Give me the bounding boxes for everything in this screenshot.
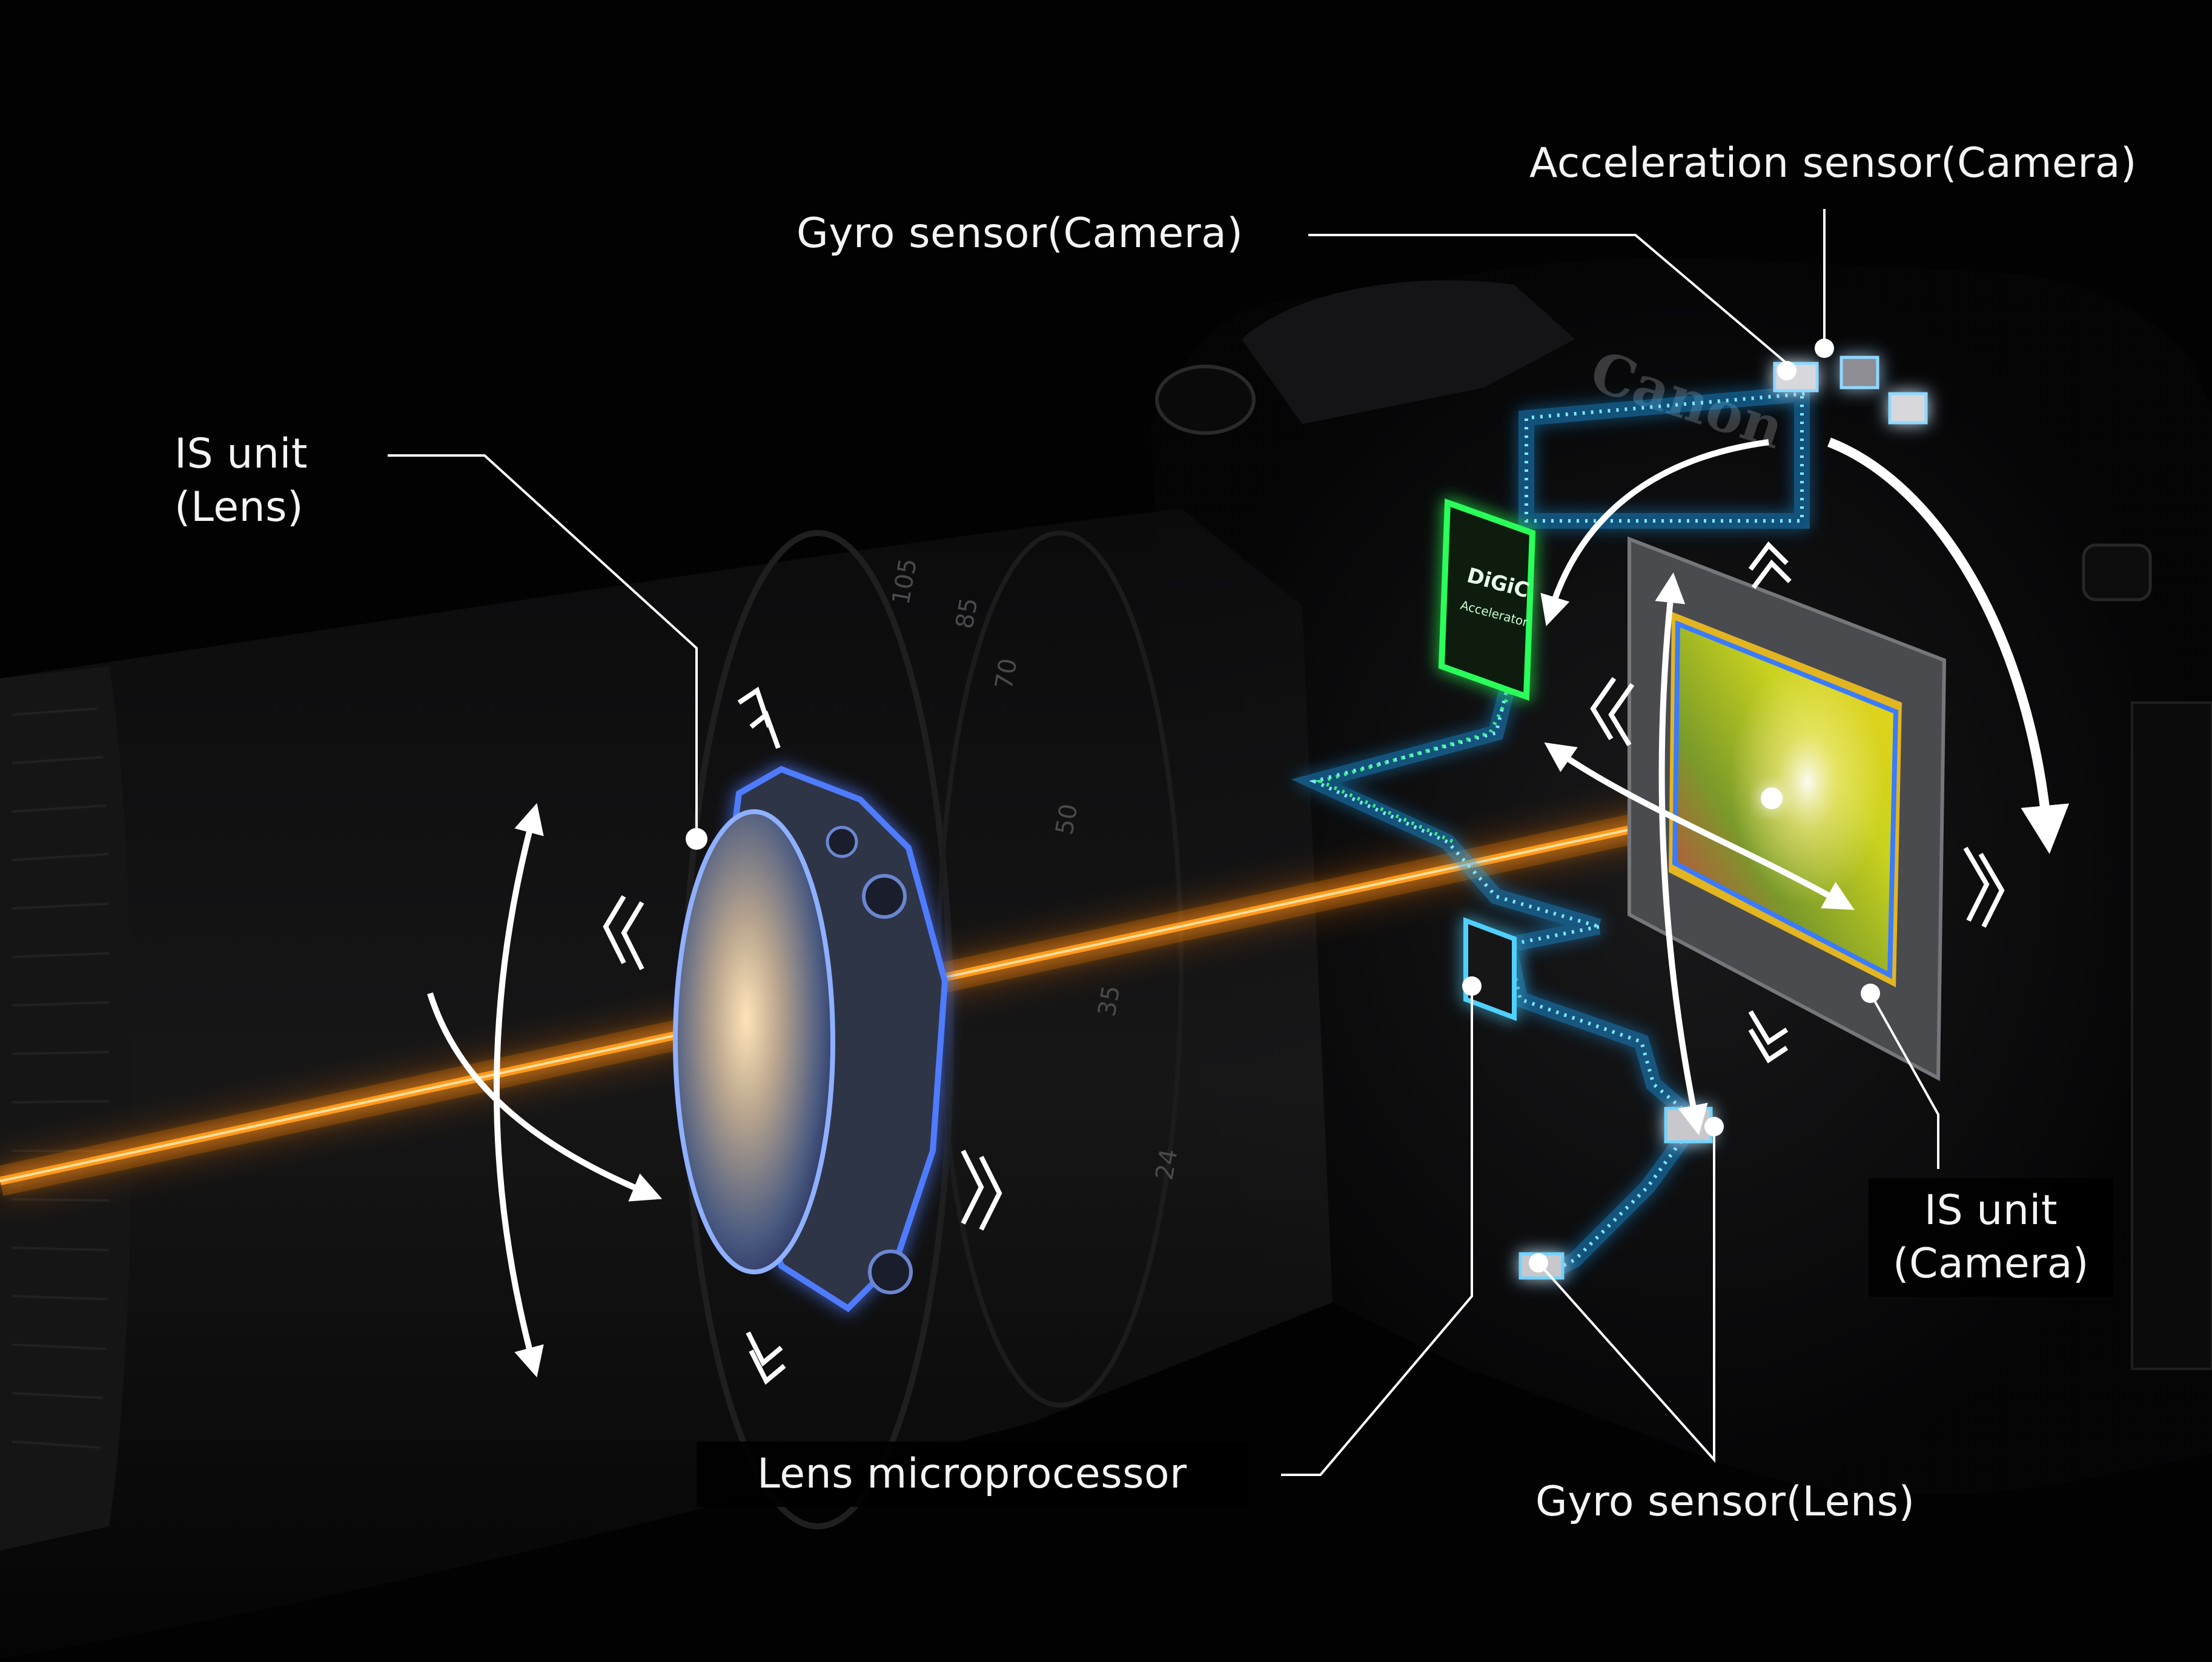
leader-gyro-sensor-lens	[1537, 1127, 1715, 1463]
digic-chip: DiGiC Accelerator	[1438, 498, 1536, 701]
gyro-sensor-camera-label: Gyro sensor(Camera)	[796, 210, 1243, 257]
lens-barrel: 105 85 70 50 35 24	[0, 509, 1333, 1659]
is-unit-camera-line2: (Camera)	[1893, 1240, 2089, 1288]
is-unit-lens-label: IS unit (Lens)	[174, 428, 308, 534]
gyro-sensor-lens-label: Gyro sensor(Lens)	[1535, 1478, 1915, 1526]
motion-arrows	[427, 437, 2070, 1378]
acceleration-sensor-camera-label: Acceleration sensor(Camera)	[1529, 139, 2137, 187]
focal-mark: 35	[1093, 984, 1126, 1019]
focal-mark: 24	[1151, 1147, 1184, 1182]
is-unit-camera-label: IS unit (Camera)	[1869, 1178, 2113, 1297]
is-unit-lens-line2: (Lens)	[174, 483, 304, 531]
leader-is-unit-camera	[1869, 993, 1939, 1169]
leader-lens-microprocessor	[1281, 981, 1473, 1476]
leader-gyro-sensor-camera	[1308, 234, 1788, 365]
leader-is-unit-lens	[388, 454, 698, 839]
leader-endpoints	[686, 339, 1880, 1273]
lens-is-unit	[673, 766, 949, 1313]
chevron-arrows	[603, 541, 2005, 1385]
is-unit-camera-line1: IS unit	[1924, 1187, 2058, 1234]
lens-microprocessor-label: Lens microprocessor	[697, 1442, 1248, 1507]
leader-lines	[388, 209, 1939, 1476]
focal-mark: 70	[990, 657, 1023, 692]
is-unit-lens-line1: IS unit	[174, 430, 308, 478]
acceleration-sensor-chips	[1773, 356, 1928, 425]
focal-mark: 50	[1051, 802, 1084, 837]
focal-mark: 85	[951, 596, 984, 631]
